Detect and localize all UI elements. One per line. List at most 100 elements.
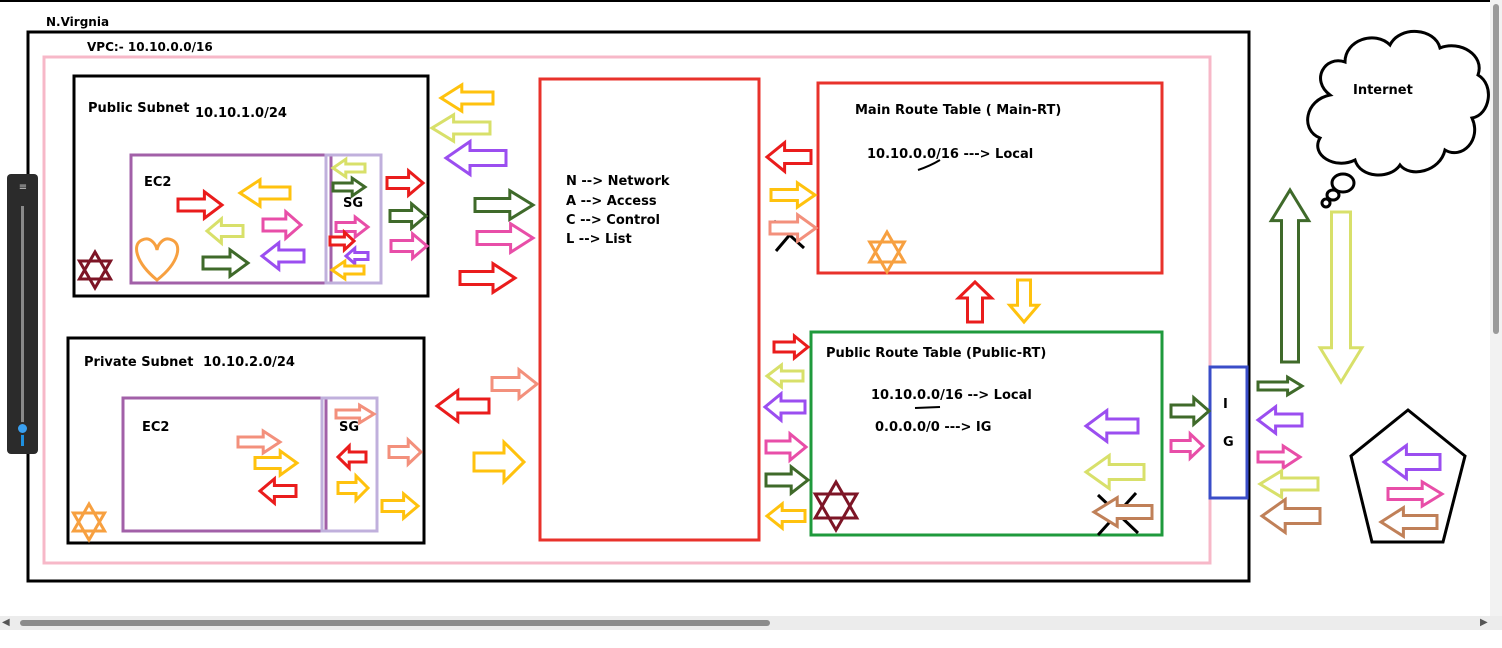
- vertical-scrollbar[interactable]: [1490, 0, 1502, 622]
- private-subnet-label: Private Subnet: [84, 355, 194, 370]
- horizontal-scrollbar[interactable]: ◀ ▶: [0, 616, 1502, 630]
- zoom-thumb[interactable]: [16, 422, 29, 435]
- private-subnet-cidr: 10.10.2.0/24: [203, 355, 295, 370]
- pink-arrow-icon: [475, 220, 536, 256]
- salmon-arrow-icon: [334, 402, 377, 426]
- cloud-bubble-medium: [1325, 188, 1341, 202]
- orange-arrow-icon: [380, 490, 421, 522]
- lime-arrow-icon: [330, 156, 367, 180]
- zoom-slider-panel[interactable]: ≡: [7, 174, 38, 454]
- olive-arrow-icon: [764, 463, 811, 497]
- public-subnet-box: [72, 74, 430, 298]
- private-subnet-box: [66, 336, 426, 545]
- lime-arrow-icon: [1083, 452, 1146, 492]
- pink-arrow-icon: [389, 230, 430, 262]
- vpc-box: [42, 55, 1212, 565]
- zoom-track[interactable]: [21, 206, 24, 446]
- public-subnet-cidr: 10.10.1.0/24: [195, 106, 287, 121]
- main-route-table-box: [816, 81, 1164, 275]
- olive-arrow-icon: [201, 246, 251, 280]
- brown-arrow-icon: [1378, 504, 1439, 540]
- main-rt-route: 10.10.0.0/16 ---> Local: [867, 147, 1034, 162]
- red-arrow-icon: [954, 279, 996, 324]
- ig-letter-i: I: [1223, 397, 1228, 412]
- internet-label: Internet: [1353, 83, 1413, 98]
- violet-arrow-icon: [1255, 403, 1304, 437]
- red-arrow-icon: [434, 387, 491, 425]
- nacl-line-a: A --> Access: [566, 194, 657, 209]
- main-rt-star-icon: [867, 228, 907, 276]
- violet-arrow-icon: [343, 244, 370, 268]
- scroll-left-icon[interactable]: ◀: [2, 617, 10, 628]
- olive-arrow-icon: [1256, 374, 1305, 398]
- main-rt-title: Main Route Table ( Main-RT): [855, 103, 1062, 118]
- nacl-line-c: C --> Control: [566, 213, 661, 228]
- horizontal-scroll-thumb[interactable]: [20, 620, 770, 626]
- lime-arrow-icon: [429, 112, 492, 144]
- orange-arrow-icon: [472, 438, 527, 486]
- orange-arrow-icon: [329, 258, 366, 282]
- pink-arrow-icon: [1386, 479, 1445, 509]
- vpc-label: VPC:- 10.10.0.0/16: [87, 40, 213, 54]
- vertical-scroll-thumb[interactable]: [1493, 4, 1499, 334]
- orange-arrow-icon: [769, 180, 818, 210]
- red-arrow-icon: [385, 167, 426, 199]
- public-rt-route-local: 10.10.0.0/16 --> Local: [871, 388, 1032, 403]
- red-arrow-icon: [176, 188, 225, 222]
- red-arrow-icon: [257, 475, 298, 507]
- client-pentagon: [1349, 408, 1467, 544]
- pink-arrow-icon: [334, 214, 371, 240]
- lime-arrow-icon: [764, 361, 805, 391]
- main-rt-underline: [917, 159, 941, 171]
- salmon-arrow-icon: [768, 211, 819, 245]
- public-rt-title: Public Route Table (Public-RT): [826, 346, 1047, 361]
- violet-arrow-icon: [1381, 442, 1442, 482]
- public-rt-underline: [914, 406, 941, 409]
- violet-arrow-icon: [259, 239, 306, 273]
- region-label: N.Virgnia: [46, 15, 110, 29]
- pink-arrow-icon: [261, 208, 304, 242]
- lime-arrow-icon: [1257, 468, 1320, 500]
- pink-arrow-icon: [1256, 443, 1303, 471]
- internet-gateway-box: [1208, 365, 1249, 500]
- grip-icon[interactable]: ≡: [18, 182, 28, 193]
- orange-arrow-icon: [253, 447, 300, 479]
- nacl-box: [538, 77, 761, 542]
- private-sg-label: SG: [339, 420, 360, 435]
- olive-arrow-icon: [473, 188, 536, 222]
- violet-arrow-icon: [762, 390, 807, 424]
- olive-arrow-icon: [1169, 394, 1212, 428]
- red-arrow-icon: [335, 442, 368, 472]
- public-rt-route-ig: 0.0.0.0/0 ---> IG: [875, 420, 992, 435]
- private-subnet-star-icon: [70, 500, 108, 544]
- olive-arrow-icon: [1268, 187, 1312, 364]
- public-ec2-box: [129, 153, 333, 285]
- salmon-arrow-icon: [236, 428, 283, 456]
- bottom-bar: [0, 630, 1502, 648]
- red-arrow-icon: [772, 332, 811, 362]
- public-subnet-star-icon: [76, 248, 114, 292]
- public-rt-star-icon: [812, 479, 860, 533]
- shapes-layer: [70, 228, 907, 544]
- public-sg-label: SG: [343, 196, 364, 211]
- lime-arrow-icon: [204, 215, 245, 247]
- private-ec2-label: EC2: [142, 420, 170, 435]
- red-arrow-icon: [764, 139, 813, 175]
- heart-icon: [135, 237, 180, 282]
- red-arrow-icon: [458, 260, 518, 296]
- orange-arrow-icon: [1006, 278, 1042, 325]
- private-ec2-box: [121, 396, 328, 533]
- brown-arrow-icon: [1091, 495, 1154, 529]
- red-arrow-icon: [328, 228, 357, 254]
- public-ec2-label: EC2: [144, 175, 172, 190]
- cloud-bubble-small: [1320, 197, 1332, 209]
- public-route-table-box: [809, 330, 1164, 537]
- pink-arrow-icon: [1169, 430, 1206, 462]
- public-subnet-label: Public Subnet: [88, 101, 190, 116]
- scroll-right-icon[interactable]: ▶: [1480, 617, 1488, 628]
- arrows-layer: [176, 82, 1445, 540]
- internet-cloud: [1306, 29, 1490, 177]
- brown-arrow-icon: [1259, 496, 1322, 536]
- pink-arrow-icon: [764, 430, 809, 464]
